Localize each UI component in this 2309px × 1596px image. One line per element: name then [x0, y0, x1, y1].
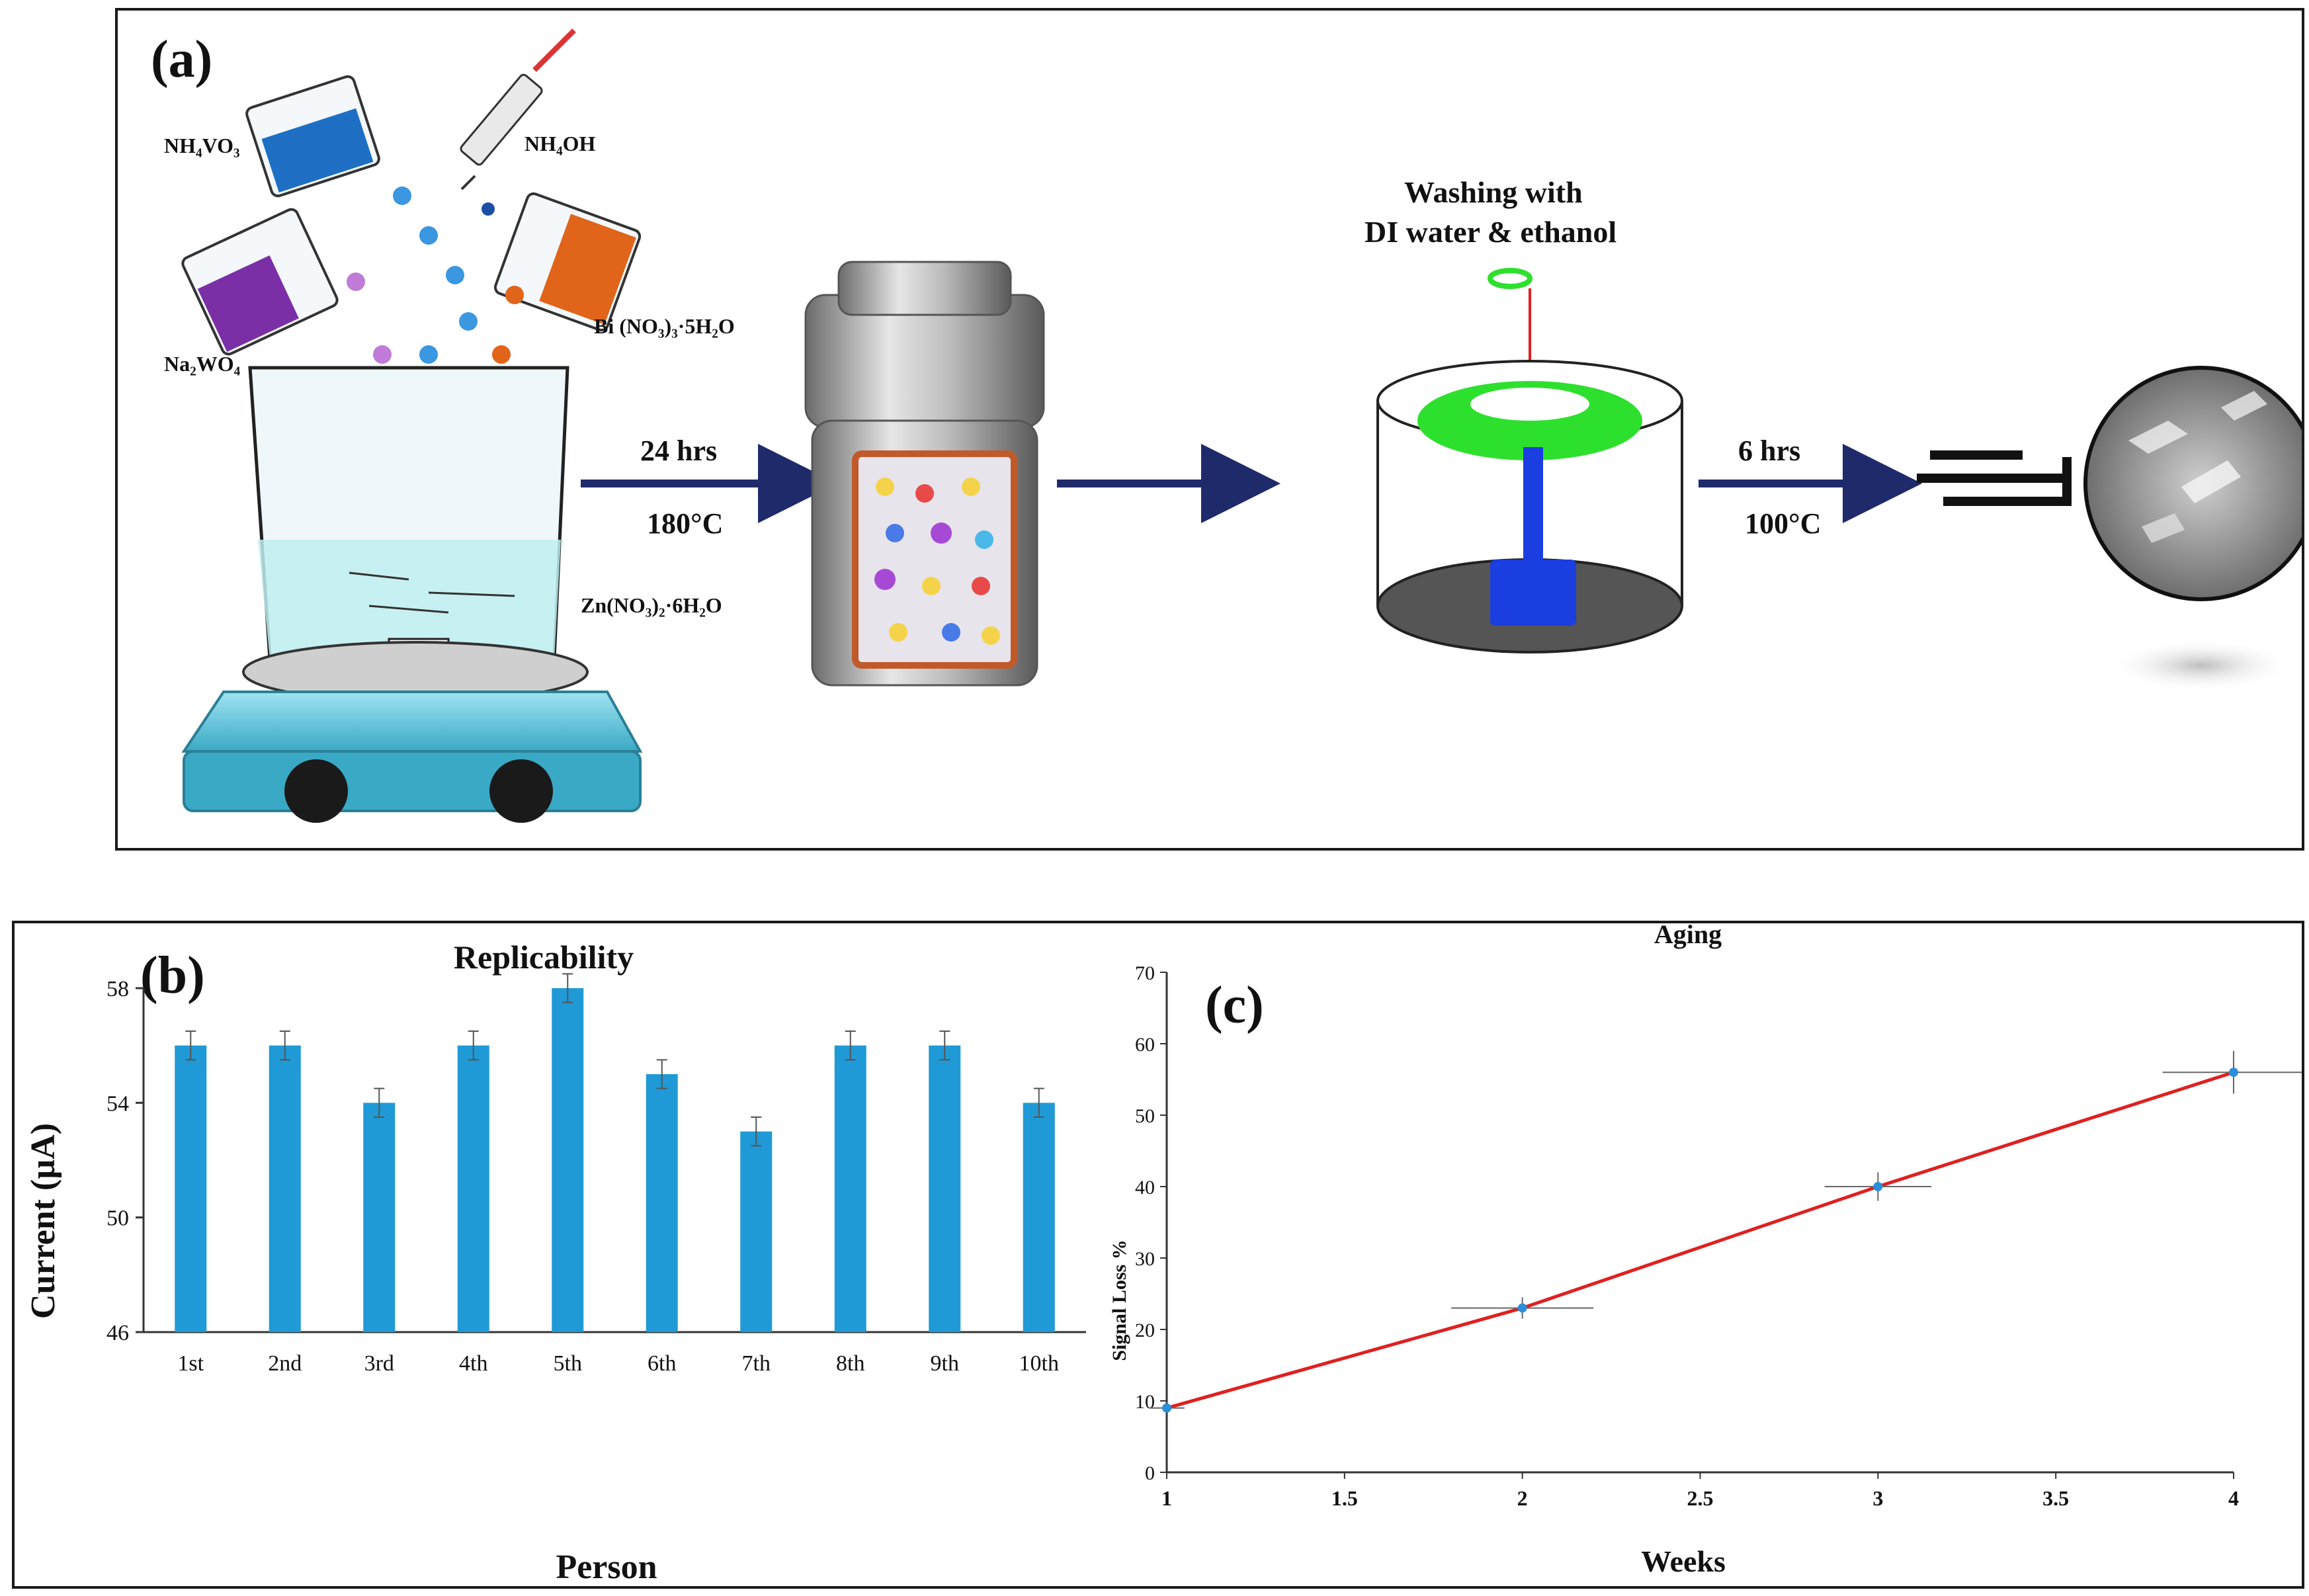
- x-tick-label: 6th: [648, 1351, 676, 1376]
- x-tick-label: 1: [1161, 1486, 1172, 1510]
- bar: [457, 1045, 489, 1332]
- autoclave-icon: [804, 261, 1045, 687]
- y-tick-label: 70: [1135, 962, 1155, 984]
- x-tick-label: 7th: [742, 1351, 771, 1376]
- series-line: [1166, 1070, 2234, 1410]
- y-tick-label: 30: [1135, 1248, 1155, 1270]
- y-tick-label: 0: [1145, 1462, 1155, 1484]
- nh4oh-label: NH₄OH: [525, 132, 595, 155]
- step3-time: 6 hrs: [1738, 435, 1800, 467]
- chart-b-title: Replicability: [454, 939, 634, 976]
- na2wo4-label: Na₂WO₄: [164, 352, 241, 376]
- bar: [1023, 1103, 1055, 1332]
- nh4vo3-label: NH₄VO₃: [164, 134, 240, 157]
- bi-nitrate-label: Bi (NO₃)₃·5H₂O: [594, 314, 735, 338]
- bar: [929, 1045, 961, 1332]
- x-tick-label: 2: [1517, 1486, 1528, 1510]
- step1-time: 24 hrs: [640, 435, 717, 467]
- charts-svg: (b) Replicability 46 50 54 58 1st 2nd 3rd 4th 5t…: [24, 919, 2305, 1586]
- na2wo4-beaker-icon: [181, 208, 339, 356]
- panel-a-label: (a): [151, 30, 212, 89]
- panel-b-label: (b): [140, 946, 205, 1005]
- x-tick-label: 8th: [836, 1351, 864, 1376]
- step1-temp: 180°C: [647, 507, 723, 540]
- chart-b-ylabel: Current (µA): [24, 1123, 62, 1319]
- y-tick-label: 20: [1135, 1320, 1155, 1341]
- sem-shadow: [2109, 639, 2294, 692]
- y-tick-label: 54: [106, 1091, 129, 1116]
- x-tick-label: 4: [2228, 1486, 2239, 1510]
- y-tick-label: 60: [1135, 1034, 1155, 1056]
- drying-plates-icon: [1917, 450, 2072, 506]
- x-tick-label: 9th: [931, 1351, 959, 1376]
- x-tick-label: 2nd: [268, 1351, 302, 1376]
- y-tick-label: 40: [1135, 1177, 1155, 1198]
- y-tick-label: 10: [1135, 1391, 1155, 1413]
- bar: [834, 1045, 866, 1332]
- sem-image-icon: [2083, 366, 2309, 601]
- data-point: [1517, 1303, 1527, 1313]
- data-point: [1162, 1403, 1171, 1413]
- bar: [175, 1045, 207, 1332]
- zn-nitrate-label: Zn(NO₃)₂·6H₂O: [581, 593, 722, 617]
- step3-temp: 100°C: [1745, 507, 1821, 540]
- bar: [552, 988, 584, 1332]
- bar: [740, 1131, 773, 1332]
- y-tick-label: 46: [106, 1321, 129, 1345]
- y-tick-label: 50: [106, 1206, 129, 1231]
- chart-c-title: Aging: [1654, 923, 1722, 949]
- replicability-bar-chart: 46 50 54 58 1st 2nd 3rd 4th 5th 6th 7th 8th 9th 10th: [106, 973, 1086, 1376]
- centrifuge-icon: [1376, 268, 1683, 653]
- bar: [363, 1103, 396, 1332]
- chart-b-xlabel: Person: [556, 1548, 657, 1586]
- synthesis-scheme: (a) NH₄VO₃ NH₄OH Na₂WO₄ Bi (NO₃)₃·5H₂O: [151, 28, 2309, 823]
- x-tick-label: 4th: [459, 1351, 487, 1376]
- x-tick-label: 2.5: [1687, 1486, 1714, 1510]
- washing-line1: Washing with: [1404, 175, 1583, 209]
- x-tick-label: 1st: [177, 1351, 204, 1376]
- x-tick-label: 10th: [1019, 1351, 1059, 1376]
- x-tick-label: 5th: [554, 1351, 582, 1376]
- data-point: [1873, 1182, 1883, 1191]
- panel-c-label: (c): [1205, 976, 1264, 1034]
- syringe-icon: [460, 28, 576, 190]
- charts-panel: (b) Replicability 46 50 54 58 1st 2nd 3rd 4th 5t…: [12, 919, 2305, 1589]
- reaction-beaker-icon: [248, 366, 569, 661]
- chart-c-ylabel: Signal Loss %: [1109, 1239, 1130, 1361]
- y-tick-label: 50: [1135, 1105, 1155, 1127]
- y-tick-label: 58: [106, 977, 129, 1001]
- chart-c-xlabel: Weeks: [1641, 1544, 1726, 1578]
- aging-line-chart: 0 10 20 30 40 50 60 70 1 1.5 2 2.5 3 3.5 4: [1135, 962, 2305, 1510]
- synthesis-scheme-panel: (a) NH₄VO₃ NH₄OH Na₂WO₄ Bi (NO₃)₃·5H₂O: [115, 8, 2309, 851]
- washing-line2: DI water & ethanol: [1364, 215, 1616, 249]
- x-tick-label: 1.5: [1331, 1486, 1358, 1510]
- bi-nitrate-beaker-icon: [493, 192, 642, 332]
- x-tick-label: 3.5: [2042, 1486, 2069, 1510]
- nh4vo3-beaker-icon: [245, 75, 380, 198]
- bar: [269, 1045, 301, 1332]
- x-tick-label: 3: [1872, 1486, 1883, 1510]
- x-tick-label: 3rd: [364, 1351, 394, 1376]
- data-point: [2229, 1068, 2238, 1077]
- hot-plate-icon: [181, 641, 643, 823]
- bar: [646, 1074, 678, 1332]
